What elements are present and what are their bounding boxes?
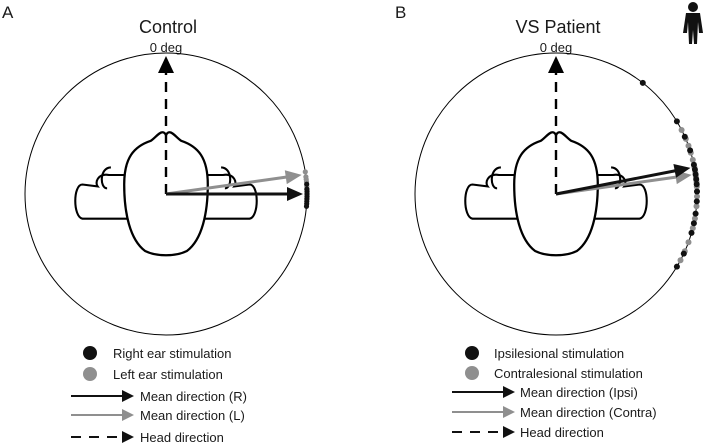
panel-b-letter: B	[395, 3, 406, 22]
legend-b-mean-contra-arrowhead	[503, 406, 515, 418]
person-silhouette-icon	[683, 2, 703, 44]
panel-a-left-point-0	[302, 169, 308, 175]
panel-b-right-point-11	[692, 210, 699, 217]
legend-a-mean-l-arrowhead	[122, 409, 134, 421]
legend-b-ipsi-dot	[465, 346, 479, 360]
panel-b-mean-right-arrow-line	[555, 169, 677, 196]
panel-b-right-point-13	[688, 229, 695, 236]
panel-a-data-points	[302, 169, 310, 209]
panel-b-mean-right-arrowhead	[673, 164, 691, 178]
panel-b-left-point-13	[691, 215, 698, 222]
legend-b-mean-ipsi-arrowhead	[503, 386, 515, 398]
legend-b-ipsi-label: Ipsilesional stimulation	[494, 346, 624, 361]
panel-b: B VS Patient 0 deg	[395, 2, 703, 336]
panel-b-right-point-10	[693, 198, 700, 205]
panel-b-zero-deg-label: 0 deg	[540, 40, 573, 55]
legend-a-head-direction-arrowhead	[122, 431, 134, 443]
panel-b-legend: Ipsilesional stimulation Contralesional …	[452, 346, 657, 440]
panel-a-mean-left-arrowhead	[284, 170, 302, 185]
panel-b-right-point-5	[691, 166, 698, 173]
panel-b-left-point-0	[678, 127, 685, 133]
panel-a: A Control 0 deg	[2, 3, 310, 336]
panel-a-letter: A	[2, 3, 14, 22]
panel-b-right-point-15	[673, 263, 680, 270]
legend-a-head-direction-label: Head direction	[140, 430, 224, 444]
panel-b-left-point-4	[689, 156, 696, 163]
panel-b-left-point-12	[693, 203, 700, 210]
panel-b-right-point-2	[681, 133, 688, 140]
panel-b-right-point-7	[693, 176, 700, 183]
panel-b-left-point-11	[694, 193, 700, 200]
panel-b-right-point-1	[673, 118, 680, 125]
panel-a-mean-arrows	[165, 170, 303, 201]
legend-a-right-ear-dot	[83, 346, 97, 360]
panel-b-right-point-3	[687, 147, 694, 154]
panel-b-right-point-12	[690, 220, 697, 227]
legend-a-left-ear-label: Left ear stimulation	[113, 367, 223, 382]
panel-b-left-point-17	[677, 257, 684, 264]
legend-a-mean-l-label: Mean direction (L)	[140, 408, 245, 423]
panel-b-mean-arrows	[555, 164, 692, 196]
legend-b-head-direction-label: Head direction	[520, 425, 604, 440]
panel-b-right-point-8	[693, 181, 700, 188]
panel-b-right-point-14	[680, 250, 687, 257]
panel-b-left-point-15	[685, 239, 692, 246]
panel-b-right-point-4	[690, 161, 697, 168]
panel-a-title: Control	[139, 17, 197, 37]
panel-b-title: VS Patient	[515, 17, 600, 37]
legend-a-mean-r-arrowhead	[122, 390, 134, 402]
panel-b-left-point-14	[689, 225, 696, 232]
panel-a-zero-deg-label: 0 deg	[150, 40, 183, 55]
panel-a-mean-left-arrow-line	[165, 175, 289, 196]
panel-b-right-point-0	[639, 79, 646, 86]
panel-a-head-direction-arrowhead	[158, 56, 174, 73]
panel-a-mean-right-arrowhead	[287, 187, 303, 201]
panel-b-right-point-9	[694, 188, 700, 195]
legend-b-mean-contra-label: Mean direction (Contra)	[520, 405, 657, 420]
panel-b-right-point-6	[692, 171, 699, 178]
panel-b-left-point-2	[685, 142, 692, 149]
legend-b-contra-dot	[465, 366, 479, 380]
legend-b-mean-ipsi-label: Mean direction (Ipsi)	[520, 385, 638, 400]
legend-b-head-direction-arrowhead	[503, 426, 515, 438]
legend-a-mean-r-label: Mean direction (R)	[140, 389, 247, 404]
panel-b-data-points	[639, 79, 700, 270]
panel-a-right-point-0	[304, 181, 310, 187]
panel-a-legend: Right ear stimulation Left ear stimulati…	[71, 346, 247, 444]
legend-b-contra-label: Contralesional stimulation	[494, 366, 643, 381]
legend-a-left-ear-dot	[83, 367, 97, 381]
legend-a-right-ear-label: Right ear stimulation	[113, 346, 232, 361]
panel-b-head-direction-arrowhead	[548, 56, 564, 73]
panel-a-right-point-8	[303, 203, 310, 209]
